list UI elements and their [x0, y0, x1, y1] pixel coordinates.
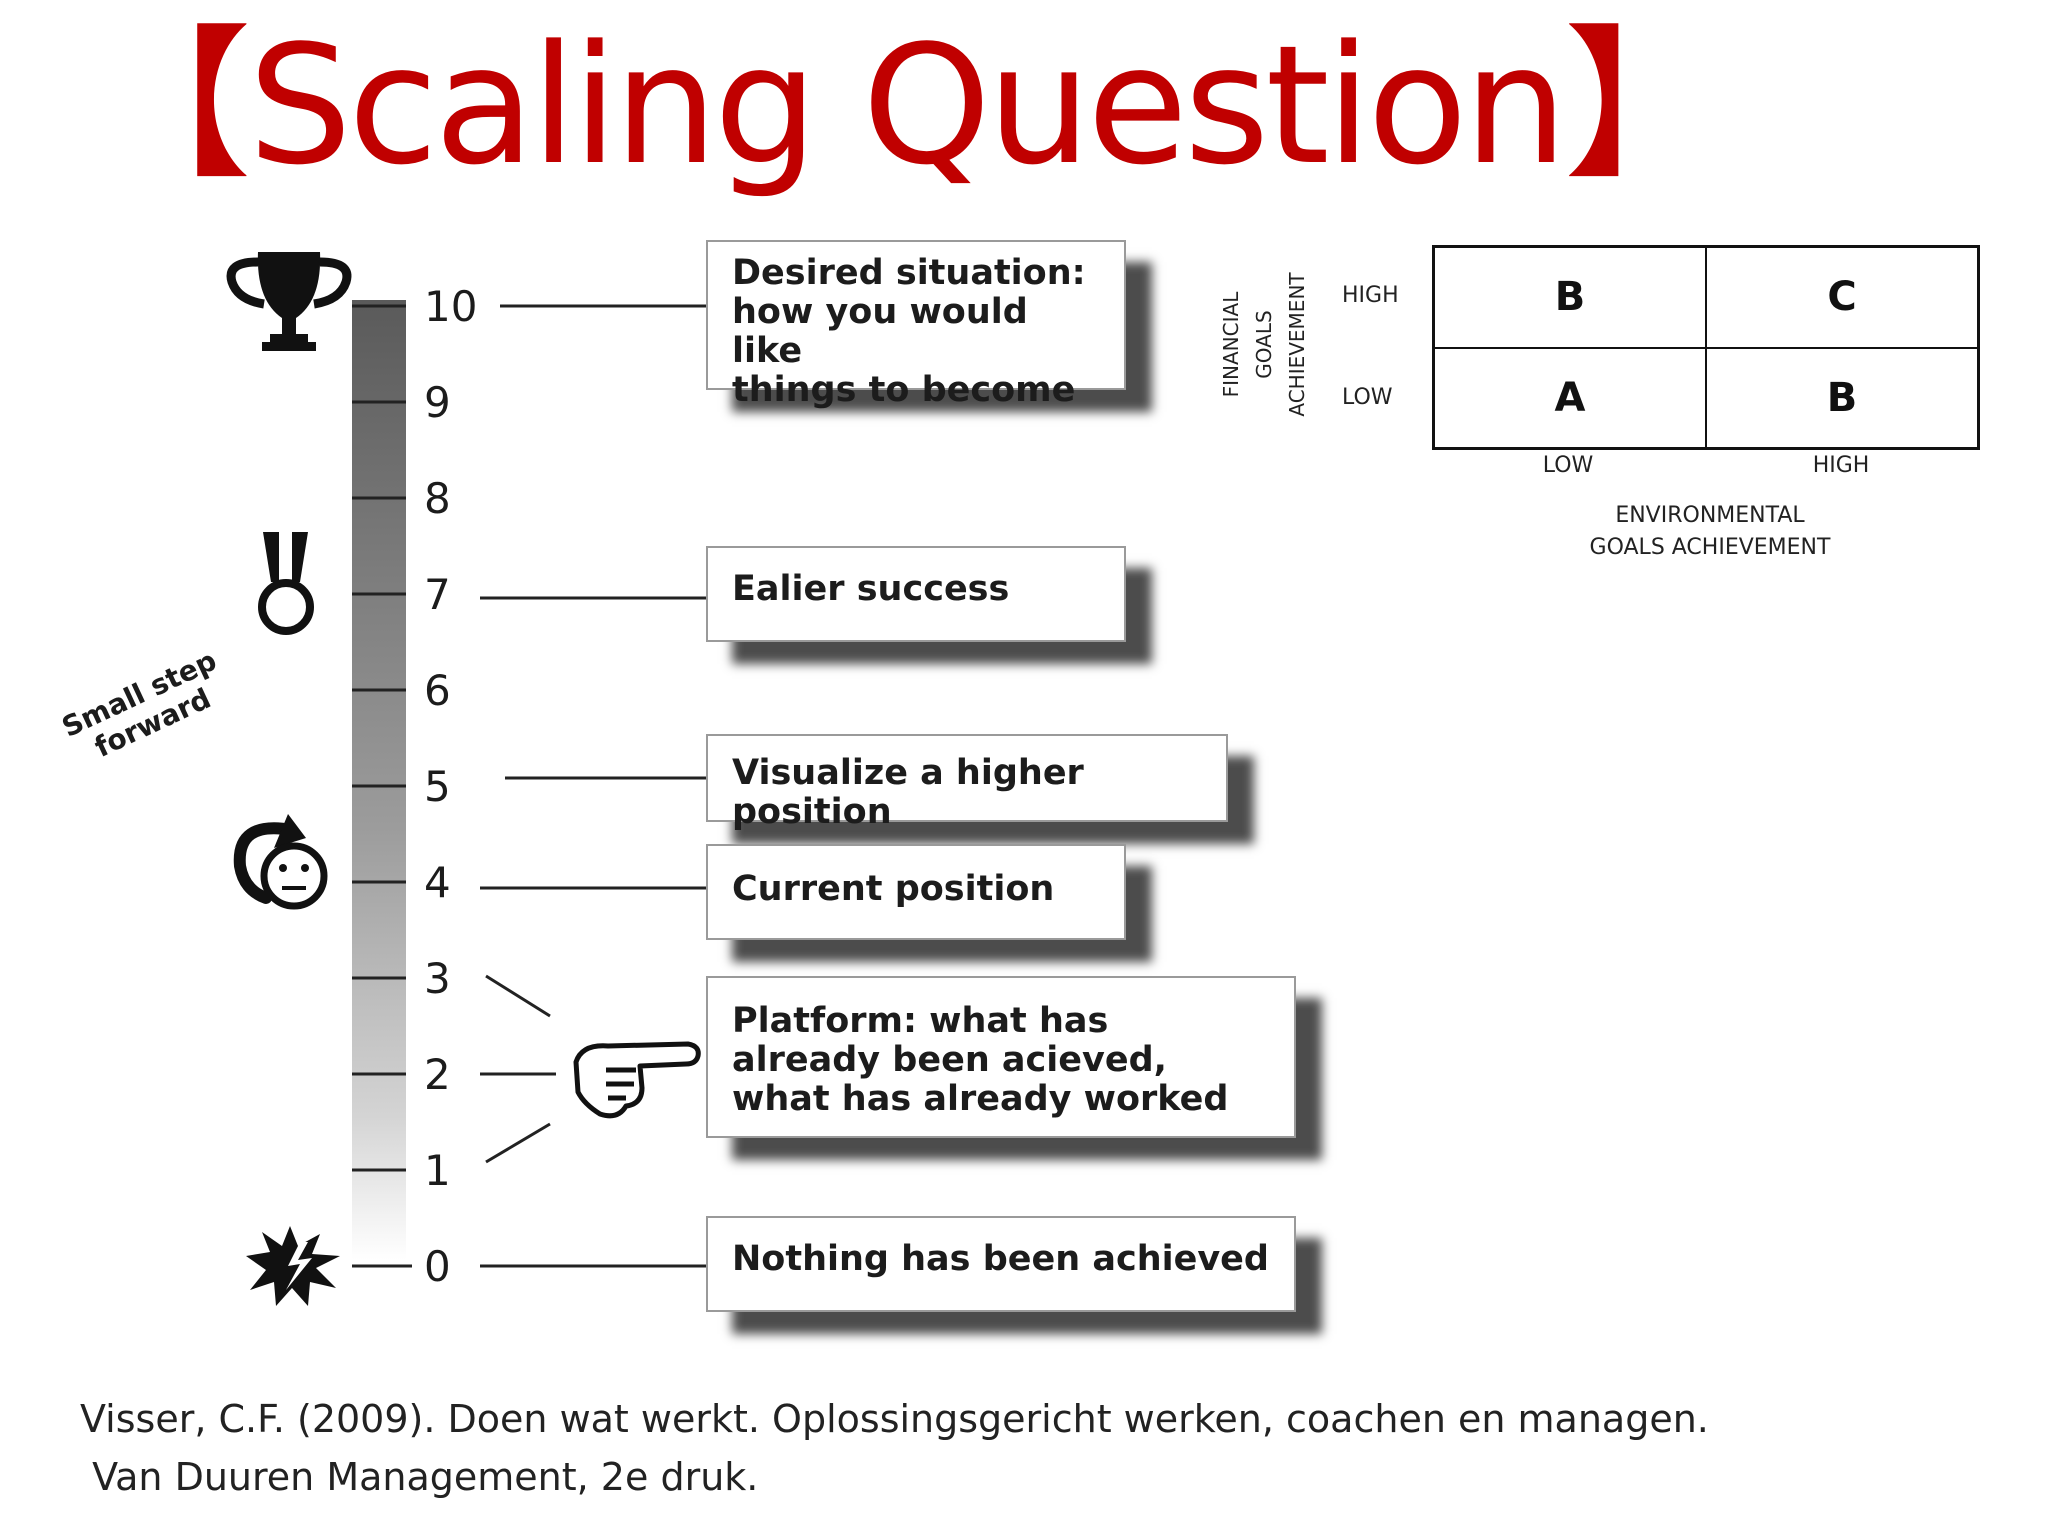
matrix-y-axis-label: FINANCIAL GOALS ACHIEVEMENT — [1215, 262, 1325, 427]
scale-tick-label-3: 3 — [424, 954, 451, 1003]
matrix-x-low-label: LOW — [1542, 453, 1594, 478]
callout-line: Current position — [732, 869, 1055, 909]
y-axis-line-2: GOALS — [1252, 310, 1276, 379]
matrix-cell-low-low: A — [1434, 347, 1706, 448]
citation: Visser, C.F. (2009). Doen wat werkt. Opl… — [80, 1390, 1709, 1506]
scale-tick-label-8: 8 — [424, 474, 451, 523]
connector-platform-1 — [485, 1122, 551, 1164]
y-axis-line-1: FINANCIAL — [1219, 291, 1243, 398]
citation-line-1: Visser, C.F. (2009). Doen wat werkt. Opl… — [80, 1397, 1709, 1441]
callout-line: Visualize a higher position — [732, 753, 1084, 832]
callout-nothing-achieved: Nothing has been achieved — [706, 1216, 1296, 1312]
scale-bar — [352, 300, 406, 1260]
scale-tick-label-4: 4 — [424, 858, 451, 907]
callout-current-position: Current position — [706, 844, 1126, 940]
scale-tick-label-0: 0 — [424, 1242, 451, 1291]
connector-platform-3 — [485, 974, 551, 1018]
scale-ticks: 0 1 2 3 4 5 6 7 8 9 10 — [352, 282, 477, 1291]
scale-tick-label-7: 7 — [424, 570, 451, 619]
callout-line: Desired situation: — [732, 253, 1086, 293]
medal-icon — [258, 532, 314, 635]
trophy-icon — [226, 252, 352, 351]
callout-visualize: Visualize a higher position — [706, 734, 1228, 832]
scale-tick-label-9: 9 — [424, 378, 451, 427]
matrix-grid: B C A B — [1432, 245, 1980, 450]
scale-tick-label-2: 2 — [424, 1050, 451, 1099]
callout-line: Platform: what has — [732, 1001, 1109, 1041]
callout-line: Ealier success — [732, 569, 1010, 609]
matrix-x-axis-label: ENVIRONMENTAL GOALS ACHIEVEMENT — [1510, 500, 1910, 564]
callout-line: things to become — [732, 370, 1076, 410]
matrix-cell-high-low: B — [1434, 247, 1706, 348]
x-axis-line-1: ENVIRONMENTAL — [1615, 503, 1805, 528]
matrix-y-high-label: HIGH — [1342, 283, 1399, 308]
explosion-icon — [246, 1226, 340, 1306]
callout-platform: Platform: what has already been acieved,… — [706, 976, 1296, 1138]
matrix-cell-high-high: C — [1706, 247, 1978, 348]
matrix-cell-low-high: B — [1706, 347, 1978, 448]
callout-line: how you would like — [732, 292, 1028, 371]
scale-tick-label-6: 6 — [424, 666, 451, 715]
matrix-x-high-label: HIGH — [1812, 453, 1870, 478]
y-axis-line-3: ACHIEVEMENT — [1285, 272, 1309, 417]
callout-line: already been acieved, — [732, 1040, 1167, 1080]
scale-tick-label-5: 5 — [424, 762, 451, 811]
callout-line: Nothing has been achieved — [732, 1239, 1269, 1279]
scale-tick-label-1: 1 — [424, 1146, 451, 1195]
page-title: 【Scaling Question】 — [88, 10, 1728, 201]
callout-desired-situation: Desired situation: how you would like th… — [706, 240, 1126, 410]
curved-arrow-icon — [233, 814, 306, 904]
x-axis-line-2: GOALS ACHIEVEMENT — [1589, 535, 1831, 560]
scale-tick-label-10: 10 — [424, 282, 477, 331]
callout-earlier-success: Ealier success — [706, 546, 1126, 642]
matrix-y-low-label: LOW — [1342, 385, 1393, 410]
callout-line: what has already worked — [732, 1079, 1229, 1119]
citation-line-2: Van Duuren Management, 2e druk. — [80, 1455, 759, 1499]
neutral-face-icon — [260, 842, 328, 910]
pointing-hand-icon — [573, 1041, 701, 1119]
